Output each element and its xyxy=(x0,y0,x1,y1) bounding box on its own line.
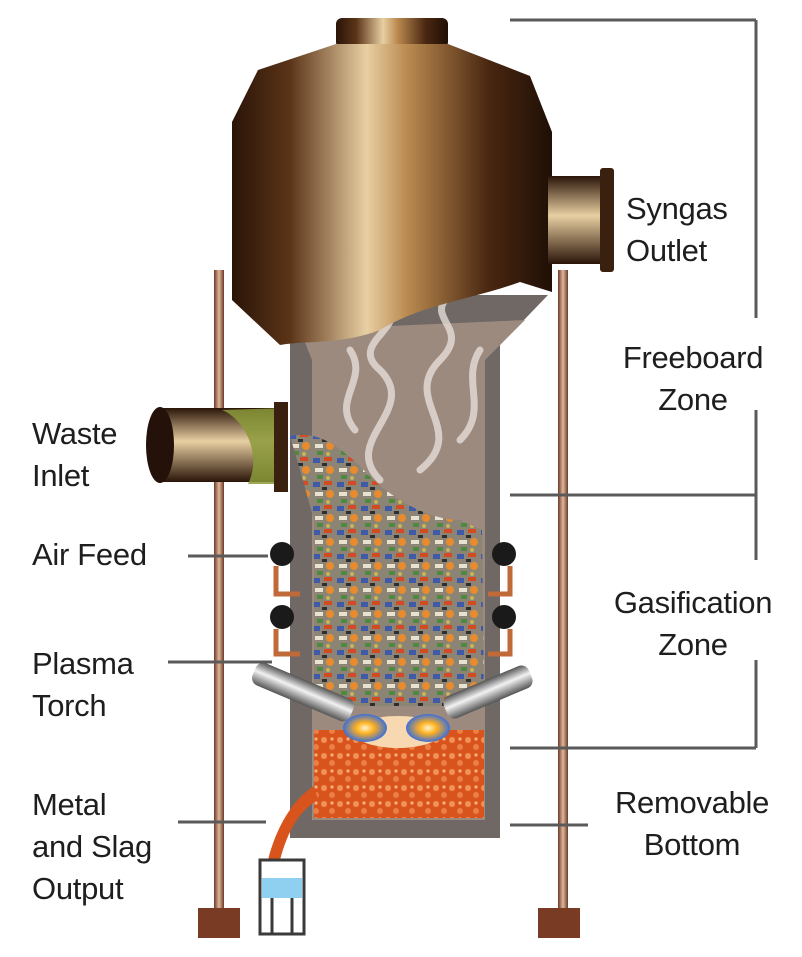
label-line: and Slag xyxy=(32,829,152,864)
slag-output xyxy=(258,786,318,936)
leader-lines xyxy=(168,18,758,827)
syngas-smoke xyxy=(343,296,484,484)
label-line: Metal xyxy=(32,787,107,822)
label-gasification-zone: Gasification Zone xyxy=(588,582,798,666)
label-freeboard-zone: Freeboard Zone xyxy=(608,337,778,421)
label-line: Freeboard xyxy=(622,340,764,375)
label-removable-bottom: Removable Bottom xyxy=(592,782,792,866)
support-legs xyxy=(198,270,580,938)
air-feed-nozzles xyxy=(270,542,516,657)
label-line: Removable xyxy=(614,785,770,820)
plasma-torches xyxy=(252,662,533,742)
waste-material xyxy=(290,434,484,706)
label-line: Syngas xyxy=(626,191,728,226)
vessel-dome xyxy=(232,18,552,345)
label-line: Air Feed xyxy=(32,537,147,572)
label-line: Bottom xyxy=(643,827,741,862)
label-line: Zone xyxy=(658,627,728,662)
label-line: Waste xyxy=(32,416,118,451)
label-line: Zone xyxy=(658,382,728,417)
label-line: Plasma xyxy=(32,646,134,681)
label-metal-slag-output: Metal and Slag Output xyxy=(32,784,152,910)
label-plasma-torch: Plasma Torch xyxy=(32,643,134,727)
label-syngas-outlet: Syngas Outlet xyxy=(626,188,728,272)
label-line: Outlet xyxy=(626,233,707,268)
label-line: Torch xyxy=(32,688,107,723)
label-line: Gasification xyxy=(613,585,773,620)
label-air-feed: Air Feed xyxy=(32,534,147,576)
label-line: Inlet xyxy=(32,458,90,493)
waste-inlet-pipe xyxy=(146,402,288,492)
label-waste-inlet: Waste Inlet xyxy=(32,413,118,497)
label-line: Output xyxy=(32,871,124,906)
syngas-outlet-pipe xyxy=(548,168,614,272)
